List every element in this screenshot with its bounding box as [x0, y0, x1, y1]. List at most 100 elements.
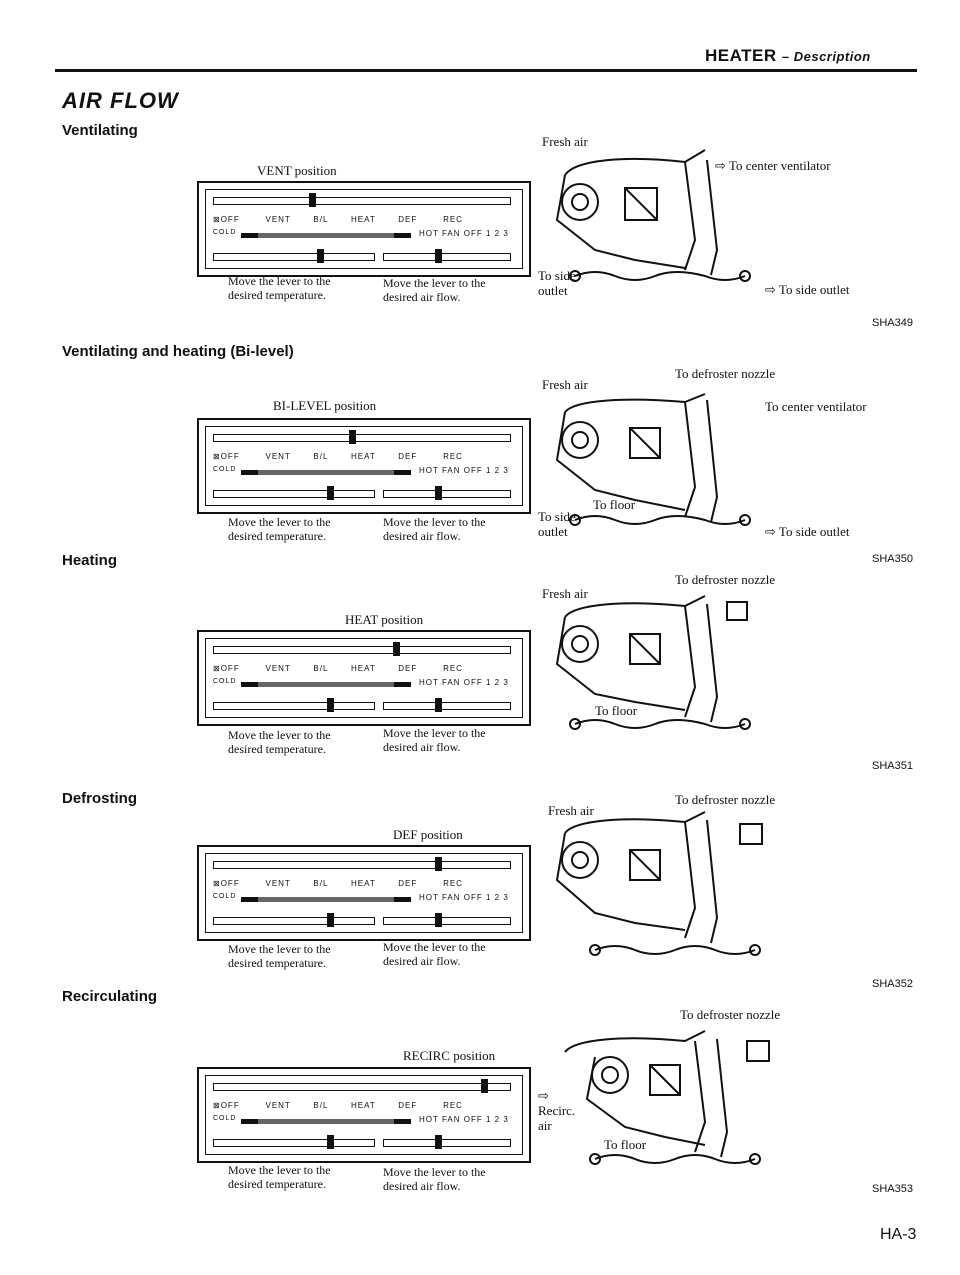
- label-side-outlet-right-2: ⇨ To side outlet: [765, 524, 850, 539]
- label-fresh-air-4: Fresh air: [548, 803, 594, 818]
- fan-labels: HOT FAN OFF 1 2 3: [419, 466, 509, 475]
- temp-track: [213, 702, 375, 710]
- panel-icons: ⊠OFF VENT B/L HEAT DEF REC: [213, 1101, 463, 1110]
- panel-icons: ⊠OFF VENT B/L HEAT DEF REC: [213, 452, 463, 461]
- position-label-heat: HEAT position: [345, 612, 424, 627]
- mode-track: [213, 1083, 511, 1091]
- fan-lever[interactable]: [435, 249, 442, 263]
- header-rule: [55, 69, 917, 72]
- fan-lever[interactable]: [435, 913, 442, 927]
- heading-ventilating: Ventilating: [62, 122, 138, 139]
- figure-code-sha352: SHA352: [872, 978, 913, 990]
- temp-labels: COLD: [213, 1115, 237, 1122]
- fan-track: [383, 917, 511, 925]
- label-side-outlet-right-1: ⇨ To side outlet: [765, 282, 850, 297]
- heading-defrosting: Defrosting: [62, 790, 137, 807]
- temp-bar: [241, 897, 411, 902]
- section-title: AIR FLOW: [62, 88, 179, 113]
- mode-track: [213, 197, 511, 205]
- airflow-diagram-bilevel: [555, 393, 751, 526]
- panel-icons: ⊠OFF VENT B/L HEAT DEF REC: [213, 215, 463, 224]
- temp-lever[interactable]: [317, 249, 324, 263]
- mode-track: [213, 861, 511, 869]
- fan-track: [383, 1139, 511, 1147]
- temp-labels: COLD: [213, 678, 237, 685]
- panel-icons: ⊠OFF VENT B/L HEAT DEF REC: [213, 664, 463, 673]
- temp-bar: [241, 682, 411, 687]
- mode-lever[interactable]: [481, 1079, 488, 1093]
- temp-lever[interactable]: [327, 486, 334, 500]
- temp-lever[interactable]: [327, 1135, 334, 1149]
- airflow-diagram-vent: [555, 149, 751, 282]
- position-label-recirc: RECIRC position: [403, 1048, 496, 1063]
- mode-lever[interactable]: [393, 642, 400, 656]
- fan-labels: HOT FAN OFF 1 2 3: [419, 229, 509, 238]
- header-subtitle: – Description: [781, 49, 871, 64]
- control-panel-bilevel: ⊠OFF VENT B/L HEAT DEF REC COLD HOT FAN …: [197, 418, 531, 514]
- temp-track: [213, 1139, 375, 1147]
- label-center-ventilator-2: To center ventilator: [765, 399, 867, 414]
- position-label-vent: VENT position: [257, 163, 337, 178]
- mode-track: [213, 434, 511, 442]
- label-fresh-air-1: Fresh air: [542, 134, 588, 149]
- airflow-diagram-def: [555, 811, 763, 956]
- fan-track: [383, 490, 511, 498]
- figure-code-sha351: SHA351: [872, 760, 913, 772]
- mode-lever[interactable]: [349, 430, 356, 444]
- heading-recirculating: Recirculating: [62, 988, 158, 1005]
- temp-bar: [241, 1119, 411, 1124]
- page-header: HEATER – Description: [705, 46, 871, 66]
- label-fresh-air-2: Fresh air: [542, 377, 588, 392]
- mode-lever[interactable]: [435, 857, 442, 871]
- figure-code-sha350: SHA350: [872, 553, 913, 565]
- fan-labels: HOT FAN OFF 1 2 3: [419, 1115, 509, 1124]
- temp-lever[interactable]: [327, 698, 334, 712]
- label-floor-3: To floor: [595, 703, 638, 718]
- label-defroster-5: To defroster nozzle: [680, 1007, 781, 1022]
- mode-lever[interactable]: [309, 193, 316, 207]
- temp-labels: COLD: [213, 229, 237, 236]
- fan-labels: HOT FAN OFF 1 2 3: [419, 678, 509, 687]
- control-panel-recirc: ⊠OFF VENT B/L HEAT DEF REC COLD HOT FAN …: [197, 1067, 531, 1163]
- position-label-def: DEF position: [393, 827, 463, 842]
- label-defroster-3: To defroster nozzle: [675, 572, 776, 587]
- temp-track: [213, 253, 375, 261]
- figure-code-sha353: SHA353: [872, 1183, 913, 1195]
- page-number: HA-3: [880, 1226, 917, 1243]
- position-label-bilevel: BI-LEVEL position: [273, 398, 377, 413]
- label-defroster-4: To defroster nozzle: [675, 792, 776, 807]
- temp-track: [213, 490, 375, 498]
- control-panel-heat: ⊠OFF VENT B/L HEAT DEF REC COLD HOT FAN …: [197, 630, 531, 726]
- label-floor-5: To floor: [604, 1137, 647, 1152]
- temp-labels: COLD: [213, 466, 237, 473]
- airflow-diagram-recirc: [564, 1030, 770, 1165]
- fan-lever[interactable]: [435, 1135, 442, 1149]
- control-panel-vent: ⊠OFF VENT B/L HEAT DEF REC COLD HOT FAN …: [197, 181, 531, 277]
- fan-track: [383, 253, 511, 261]
- temp-lever[interactable]: [327, 913, 334, 927]
- fan-lever[interactable]: [435, 698, 442, 712]
- figure-code-sha349: SHA349: [872, 317, 913, 329]
- airflow-diagram-heat: [555, 595, 751, 730]
- label-floor-2: To floor: [593, 497, 636, 512]
- fan-track: [383, 702, 511, 710]
- fan-lever[interactable]: [435, 486, 442, 500]
- label-recirc-air: ⇨Recirc.air: [538, 1088, 576, 1133]
- temp-bar: [241, 233, 411, 238]
- mode-track: [213, 646, 511, 654]
- panel-icons: ⊠OFF VENT B/L HEAT DEF REC: [213, 879, 463, 888]
- label-center-ventilator-1: ⇨ To center ventilator: [715, 158, 831, 173]
- heading-bilevel: Ventilating and heating (Bi-level): [62, 343, 294, 360]
- temp-labels: COLD: [213, 893, 237, 900]
